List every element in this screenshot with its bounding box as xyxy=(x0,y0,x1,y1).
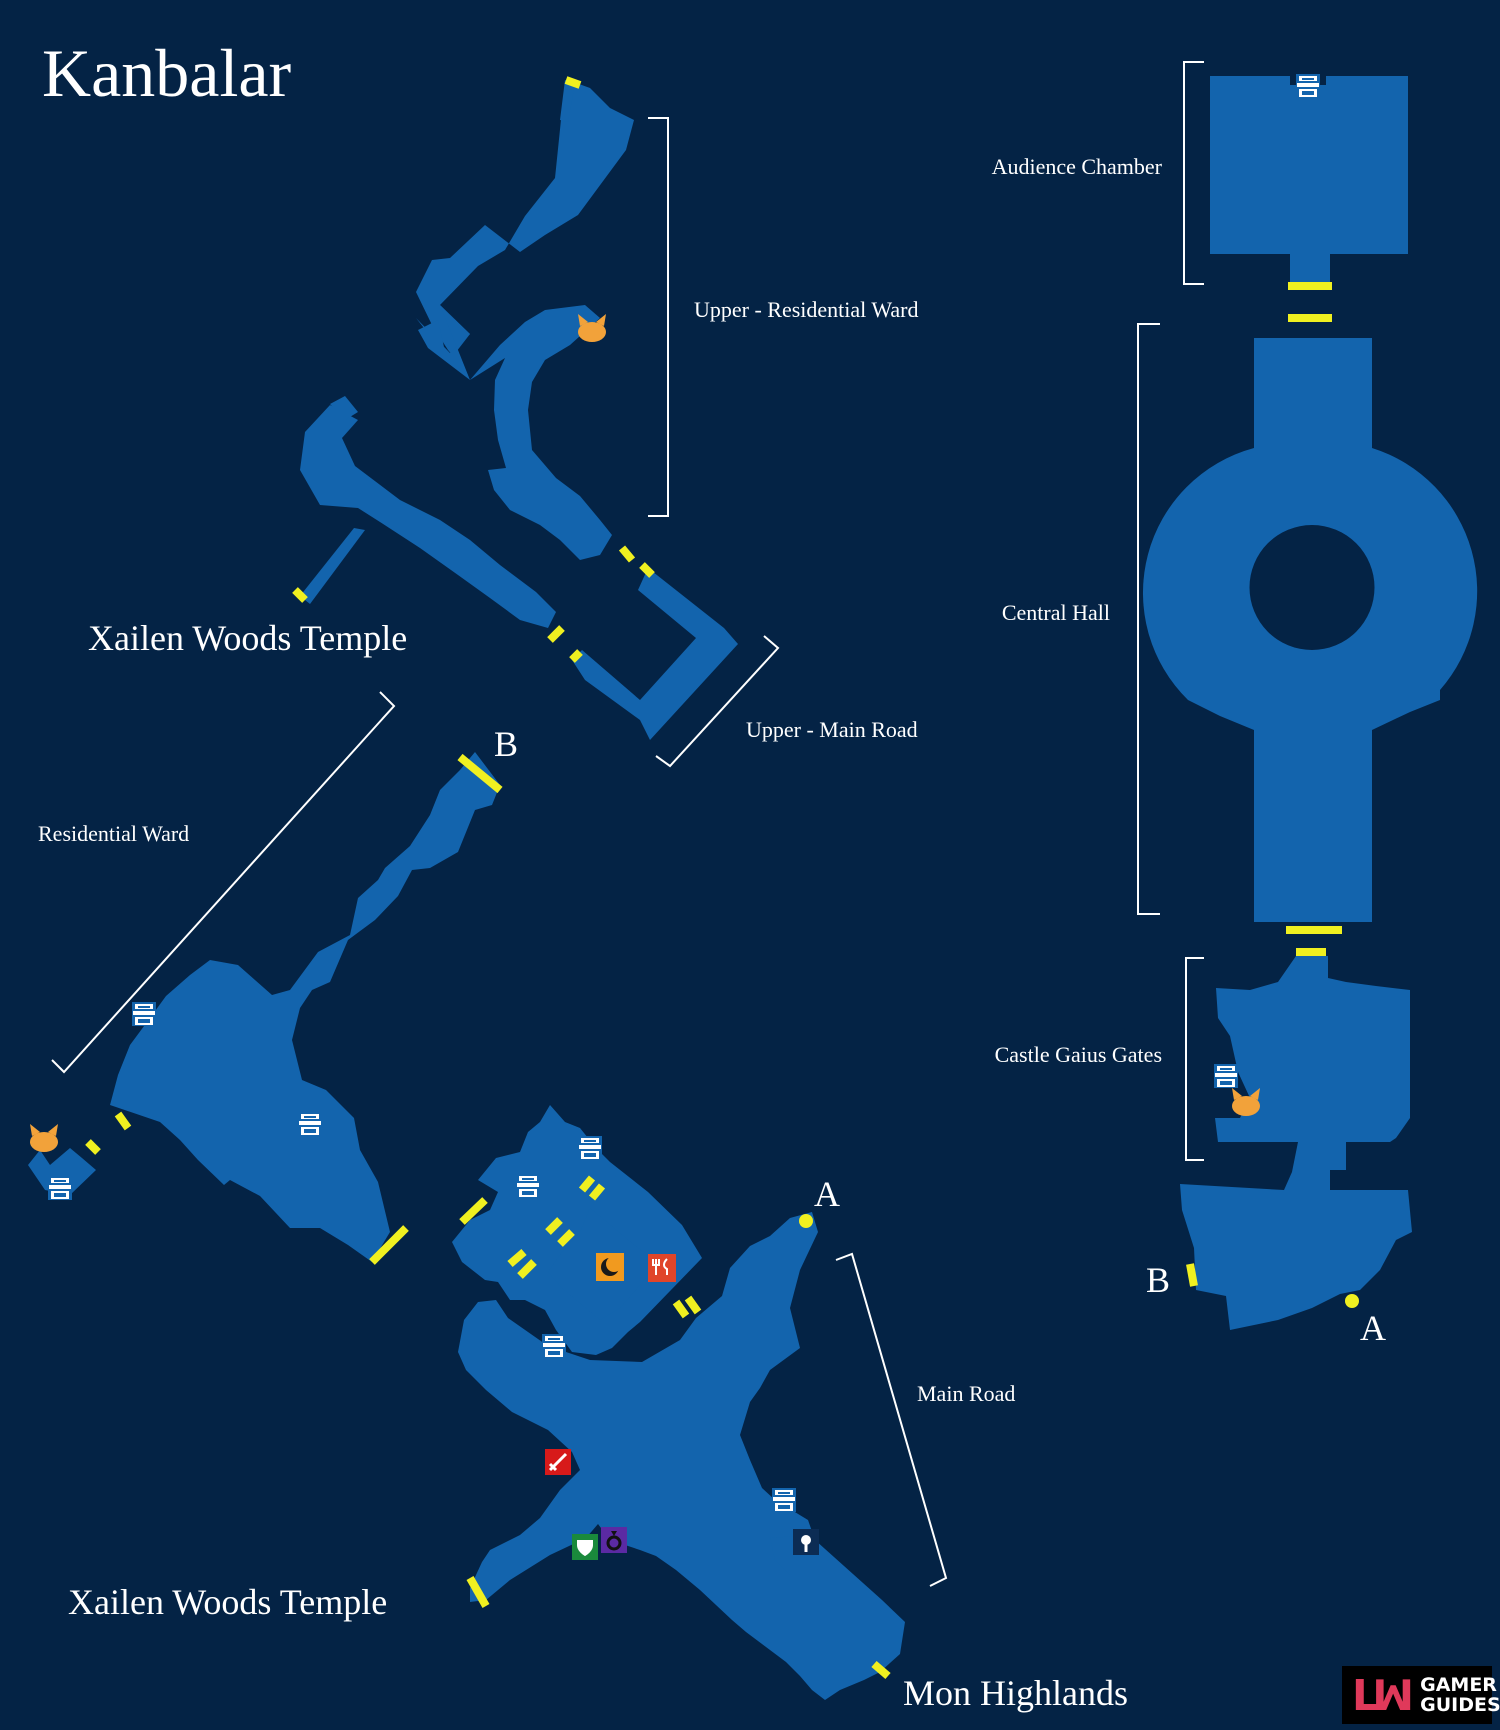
upper-main-road-map xyxy=(300,396,738,740)
exit-label-xailen-woods-temple-upper: Xailen Woods Temple xyxy=(88,618,407,658)
armor-shop-icon[interactable] xyxy=(572,1534,598,1560)
logo-line1: GAMER xyxy=(1420,1674,1497,1696)
treasure-chest-icon[interactable] xyxy=(132,1002,156,1026)
map-markers xyxy=(30,74,1320,1560)
connector-label-a-west: A xyxy=(814,1174,840,1214)
connector-a-west-dot xyxy=(799,1214,813,1228)
label-audience-chamber: Audience Chamber xyxy=(992,154,1163,179)
connector-a-east-dot xyxy=(1345,1294,1359,1308)
label-upper-main-road: Upper - Main Road xyxy=(746,717,918,742)
logo-line2: GUIDES xyxy=(1420,1694,1500,1716)
exit-label-mon-highlands: Mon Highlands xyxy=(903,1673,1128,1713)
central-hall-map xyxy=(1142,338,1478,922)
save-point-cat-icon[interactable] xyxy=(1232,1088,1260,1116)
connector-label-a-east: A xyxy=(1360,1308,1386,1348)
area-brackets xyxy=(51,61,1204,1587)
treasure-chest-icon[interactable] xyxy=(1296,74,1320,98)
exit-markers xyxy=(85,76,1342,1680)
treasure-chest-icon[interactable] xyxy=(772,1488,796,1512)
connector-label-b-east: B xyxy=(1146,1260,1170,1300)
restaurant-icon[interactable] xyxy=(648,1254,676,1282)
residential-ward-map xyxy=(28,752,500,1262)
upper-residential-ward-map xyxy=(416,80,634,560)
castle-gaius-gates-map xyxy=(1180,956,1412,1330)
inn-icon[interactable] xyxy=(596,1253,624,1281)
label-central-hall: Central Hall xyxy=(1002,600,1110,625)
audience-chamber-map xyxy=(1210,76,1408,284)
map-title: Kanbalar xyxy=(42,35,292,111)
gamer-guides-logo-mark: ᒪꟽ xyxy=(1352,1670,1414,1720)
label-castle-gaius-gates: Castle Gaius Gates xyxy=(995,1042,1162,1067)
treasure-chest-icon[interactable] xyxy=(516,1174,540,1198)
item-shop-icon[interactable] xyxy=(793,1529,819,1555)
save-point-cat-icon[interactable] xyxy=(30,1124,58,1152)
treasure-chest-icon[interactable] xyxy=(1214,1064,1238,1088)
accessory-shop-icon[interactable] xyxy=(601,1527,627,1553)
label-residential-ward: Residential Ward xyxy=(38,821,189,846)
connector-label-b-west: B xyxy=(494,724,518,764)
treasure-chest-icon[interactable] xyxy=(48,1176,72,1200)
exit-label-xailen-woods-temple-lower: Xailen Woods Temple xyxy=(68,1582,387,1622)
treasure-chest-icon[interactable] xyxy=(578,1136,602,1160)
treasure-chest-icon[interactable] xyxy=(298,1112,322,1136)
label-upper-residential-ward: Upper - Residential Ward xyxy=(694,297,918,322)
treasure-chest-icon[interactable] xyxy=(542,1334,566,1358)
weapon-shop-icon[interactable] xyxy=(545,1449,571,1475)
label-main-road: Main Road xyxy=(917,1381,1015,1406)
